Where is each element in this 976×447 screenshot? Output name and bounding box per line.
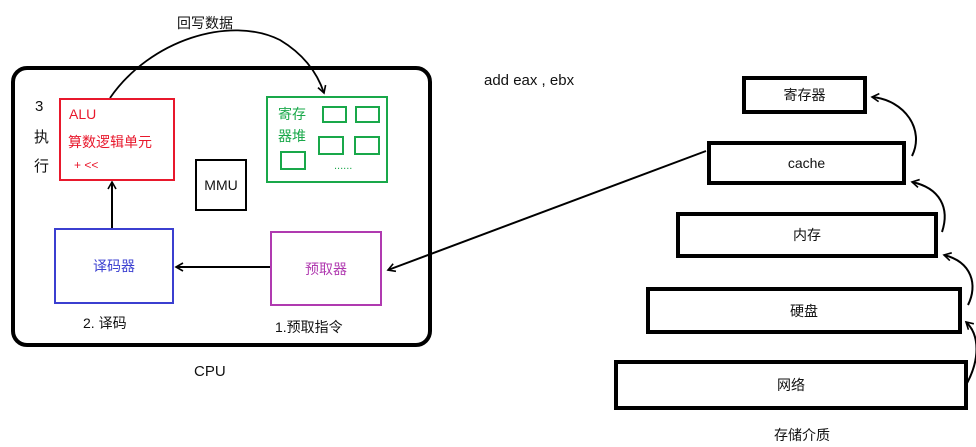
register-cell xyxy=(322,106,347,123)
register-file-more: ...... xyxy=(334,160,353,172)
storage-level-memory: 内存 xyxy=(676,212,938,258)
alu-subtitle: 算数逻辑单元 xyxy=(68,134,152,150)
step3-char-1: 执 xyxy=(34,129,50,146)
register-cell xyxy=(355,106,380,123)
step3-number: 3 xyxy=(35,98,44,115)
cpu-label: CPU xyxy=(194,363,226,380)
storage-level-label: cache xyxy=(787,155,826,171)
alu-box: ALU 算数逻辑单元 + << xyxy=(59,98,175,181)
storage-level-disk: 硬盘 xyxy=(646,287,962,334)
storage-level-label: 硬盘 xyxy=(790,302,818,319)
prefetcher-box: 预取器 xyxy=(270,231,382,306)
decoder-label: 译码器 xyxy=(93,258,135,274)
mmu-box: MMU xyxy=(195,159,247,211)
storage-caption: 存储介质 xyxy=(774,427,830,443)
writeback-label: 回写数据 xyxy=(177,15,233,31)
prefetcher-label: 预取器 xyxy=(305,260,347,277)
cache-to-prefetcher-arrow xyxy=(386,150,707,273)
register-file-line1: 寄存 xyxy=(278,106,306,122)
storage-level-label: 寄存器 xyxy=(783,87,826,103)
alu-title: ALU xyxy=(69,106,97,122)
alu-ops: + << xyxy=(74,158,99,172)
register-file-line2: 器堆 xyxy=(278,128,306,144)
decoder-step-label: 2. 译码 xyxy=(83,315,127,331)
storage-level-cache: cache xyxy=(707,141,906,185)
storage-level-network: 网络 xyxy=(614,360,968,410)
mmu-label: MMU xyxy=(204,177,238,193)
register-cell xyxy=(354,136,380,155)
step3-char-2: 行 xyxy=(34,158,50,175)
instruction-text: add eax , ebx xyxy=(484,72,575,89)
register-cell xyxy=(280,151,306,170)
storage-level-register: 寄存器 xyxy=(742,76,867,114)
storage-level-label: 内存 xyxy=(793,227,821,243)
decoder-box: 译码器 xyxy=(54,228,174,304)
prefetch-step-label: 1.预取指令 xyxy=(275,319,343,335)
register-file-box: 寄存 器堆 ...... xyxy=(266,96,388,183)
register-cell xyxy=(318,136,344,155)
cpu-container xyxy=(11,66,432,347)
storage-level-label: 网络 xyxy=(777,377,805,393)
